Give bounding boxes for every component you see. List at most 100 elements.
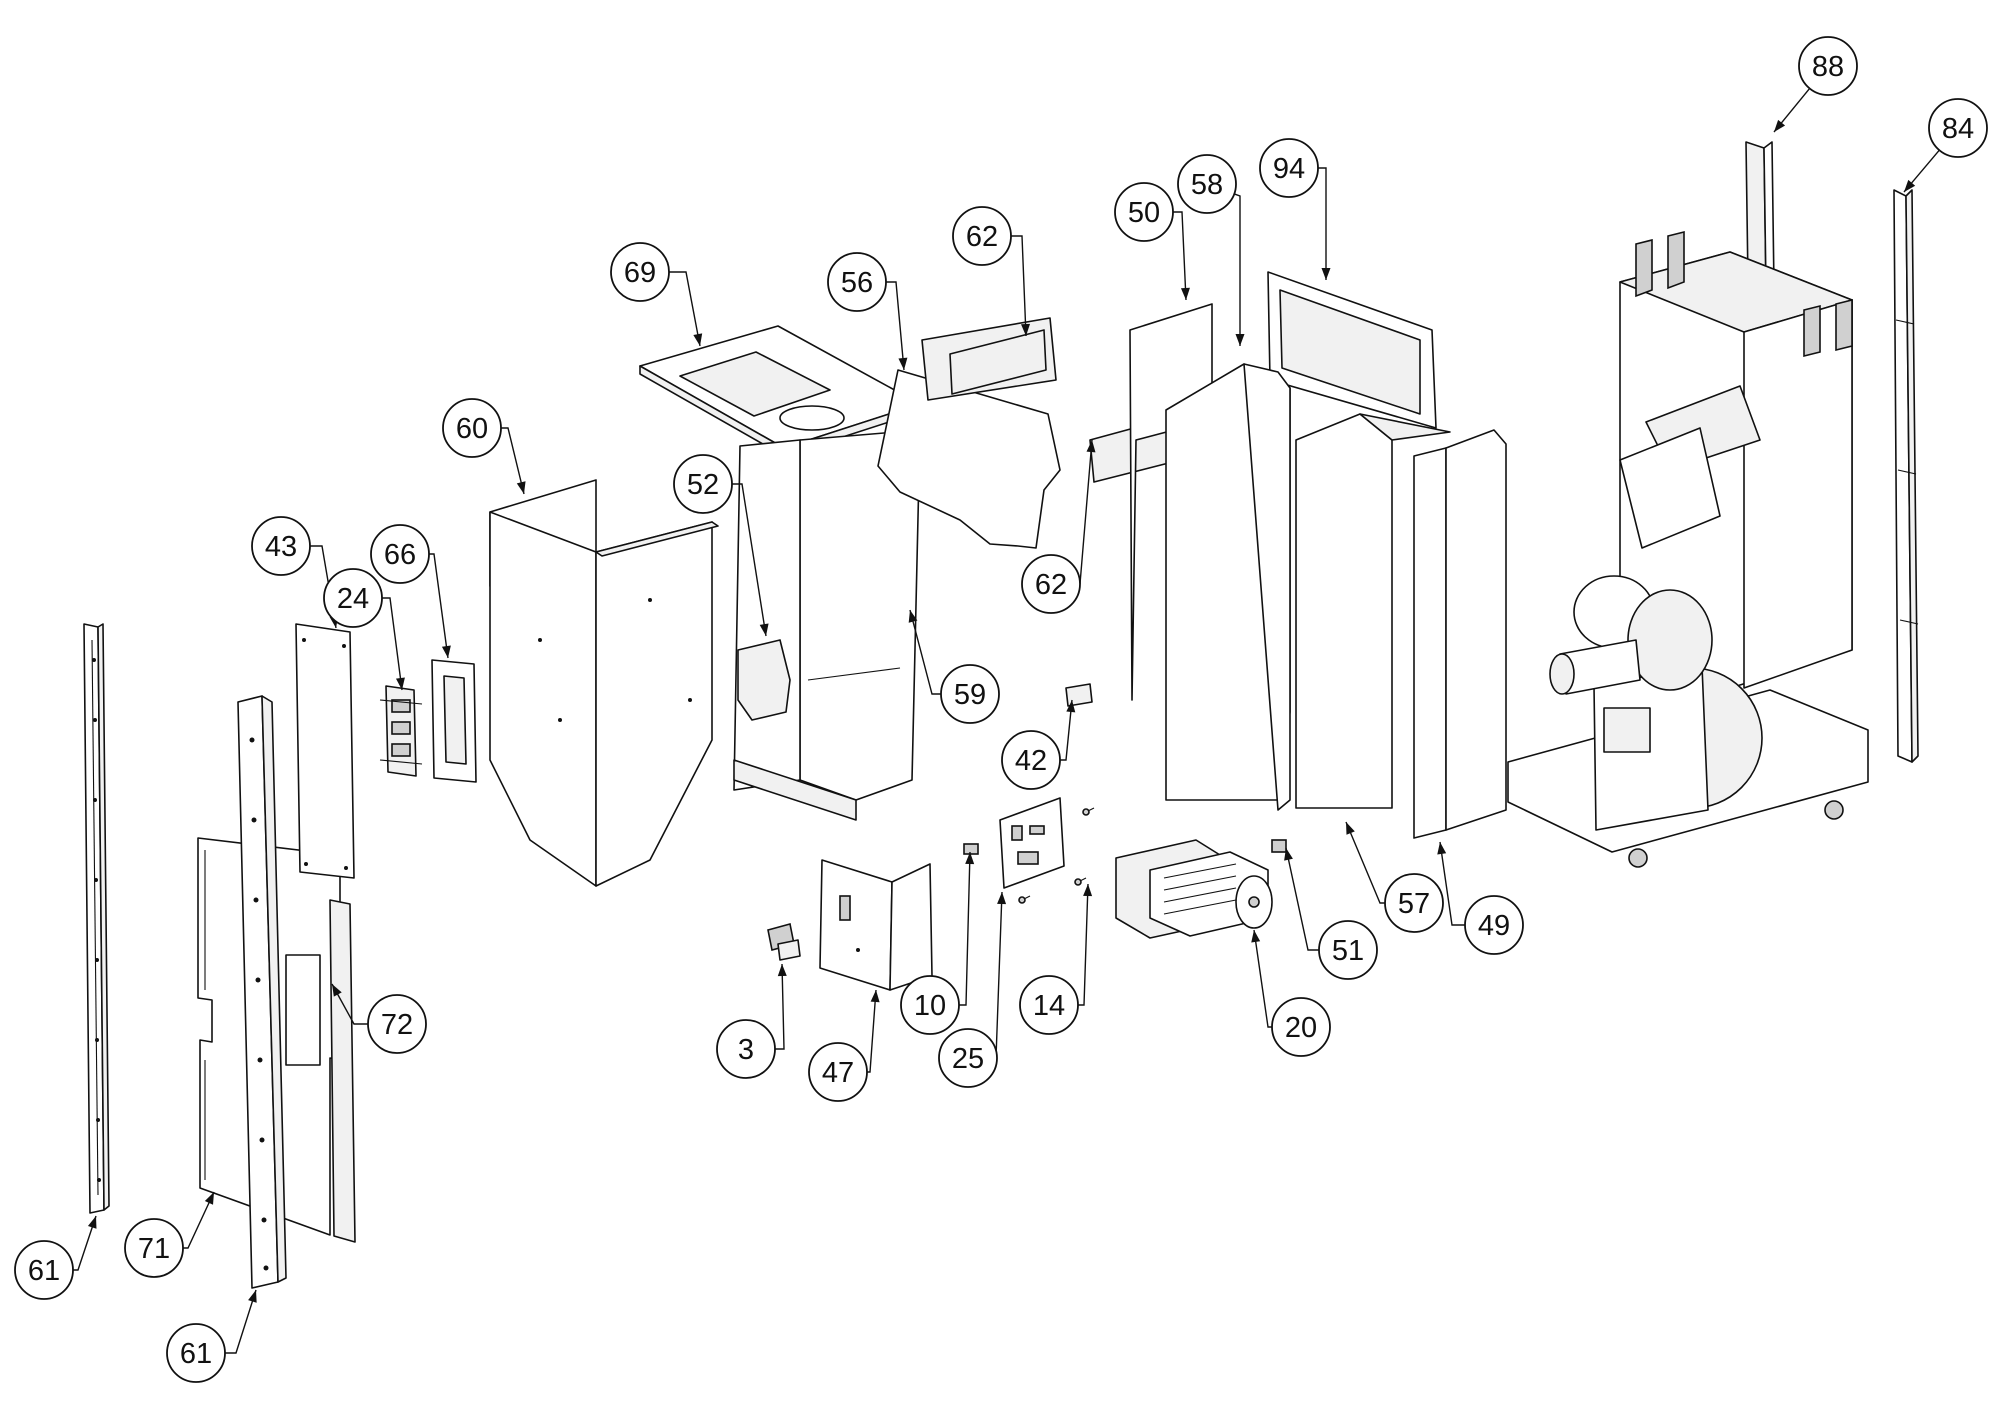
callout-number: 60 (456, 413, 488, 445)
leader-c72 (331, 983, 368, 1025)
callout-circle (938, 1028, 998, 1088)
arrowhead-c51 (1284, 848, 1293, 861)
callout-number: 50 (1128, 197, 1160, 229)
stove-body-assembly (1507, 230, 1869, 868)
arrowhead-c84 (1904, 179, 1916, 192)
part-60-front-shell (489, 479, 719, 887)
arrowhead-c42 (1066, 700, 1076, 713)
arrowhead-c47 (870, 990, 880, 1003)
callout-42: 42 (1001, 730, 1061, 790)
arrowhead-c25 (997, 892, 1007, 905)
callout-84: 84 (1928, 98, 1988, 158)
callout-number: 88 (1812, 51, 1844, 83)
part-42-bracket (1065, 683, 1093, 707)
leader-c42 (1060, 699, 1073, 761)
callout-circle (442, 398, 502, 458)
callout-number: 51 (1332, 935, 1364, 967)
callout-88: 88 (1798, 36, 1858, 96)
callout-number: 43 (265, 531, 297, 563)
arrowhead-c61a (87, 1216, 97, 1229)
part-88-rear-rail (1745, 141, 1775, 289)
leader-c56 (886, 281, 905, 371)
part-61-left-rail (83, 623, 110, 1214)
callout-number: 20 (1285, 1012, 1317, 1044)
callout-circle (1259, 138, 1319, 198)
callout-51: 51 (1318, 920, 1378, 980)
callout-circle (1464, 895, 1524, 955)
callout-circle (1798, 36, 1858, 96)
callout-number: 62 (1035, 569, 1067, 601)
callout-number: 94 (1273, 153, 1305, 185)
callout-number: 10 (914, 990, 946, 1022)
leader-c59 (909, 609, 941, 695)
part-57-duct (1295, 413, 1451, 809)
leader-c66 (429, 553, 449, 659)
callout-circle (940, 664, 1000, 724)
callout-number: 24 (337, 583, 369, 615)
leader-c57 (1345, 821, 1385, 904)
part-3-switch (767, 923, 801, 961)
leader-c24 (382, 597, 403, 691)
part-central-panel (1165, 363, 1291, 811)
arrowhead-c69 (693, 333, 703, 346)
callout-circle (1001, 730, 1061, 790)
callout-number: 3 (738, 1034, 754, 1066)
callout-number: 58 (1191, 169, 1223, 201)
leader-lines (73, 88, 1940, 1354)
part-20-fan (1115, 839, 1273, 939)
callout-circle (1114, 182, 1174, 242)
leader-c52 (732, 483, 767, 637)
leader-c49 (1439, 841, 1465, 926)
callout-number: 52 (687, 469, 719, 501)
leader-c62b (1079, 439, 1093, 585)
callout-number: 49 (1478, 910, 1510, 942)
callout-25: 25 (938, 1028, 998, 1088)
callout-66: 66 (370, 524, 430, 584)
arrowhead-c56 (898, 357, 908, 370)
callout-circle (610, 242, 670, 302)
callout-circle (370, 524, 430, 584)
callout-number: 69 (624, 257, 656, 289)
callout-number: 47 (822, 1057, 854, 1089)
arrowhead-c49 (1437, 842, 1447, 855)
callout-50: 50 (1114, 182, 1174, 242)
callout-43: 43 (251, 516, 311, 576)
arrowhead-c88 (1774, 119, 1786, 132)
leader-c20 (1253, 929, 1272, 1028)
leader-c47 (867, 989, 877, 1073)
arrowhead-c71 (204, 1192, 214, 1205)
leader-c14 (1078, 883, 1089, 1006)
callout-number: 61 (28, 1255, 60, 1287)
callout-circle (673, 454, 733, 514)
part-43-panel (295, 623, 355, 879)
arrowhead-c24 (395, 677, 405, 690)
callout-circle (1271, 997, 1331, 1057)
leader-c58 (1234, 193, 1241, 346)
callout-3: 3 (716, 1019, 776, 1079)
callout-circle (900, 975, 960, 1035)
part-61-front-rail (237, 695, 287, 1289)
callout-circle (1021, 554, 1081, 614)
callout-circle (1019, 975, 1079, 1035)
callout-circle (1928, 98, 1988, 158)
callout-10: 10 (900, 975, 960, 1035)
part-51-clip (1271, 839, 1287, 853)
part-25-circuit-board (999, 797, 1065, 889)
arrowhead-c50 (1180, 287, 1190, 300)
callout-circle (716, 1019, 776, 1079)
arrowhead-c66 (441, 645, 451, 658)
callout-47: 47 (808, 1042, 868, 1102)
arrowhead-c3 (777, 964, 787, 977)
part-84-right-rail (1893, 189, 1919, 763)
leader-c61b (225, 1289, 257, 1354)
callout-60: 60 (442, 398, 502, 458)
leader-c51 (1285, 847, 1319, 951)
callout-number: 59 (954, 679, 986, 711)
callout-circle (1318, 920, 1378, 980)
leader-c71 (183, 1191, 215, 1249)
arrowhead-c20 (1251, 930, 1261, 943)
callout-number: 62 (966, 221, 998, 253)
callout-57: 57 (1384, 873, 1444, 933)
